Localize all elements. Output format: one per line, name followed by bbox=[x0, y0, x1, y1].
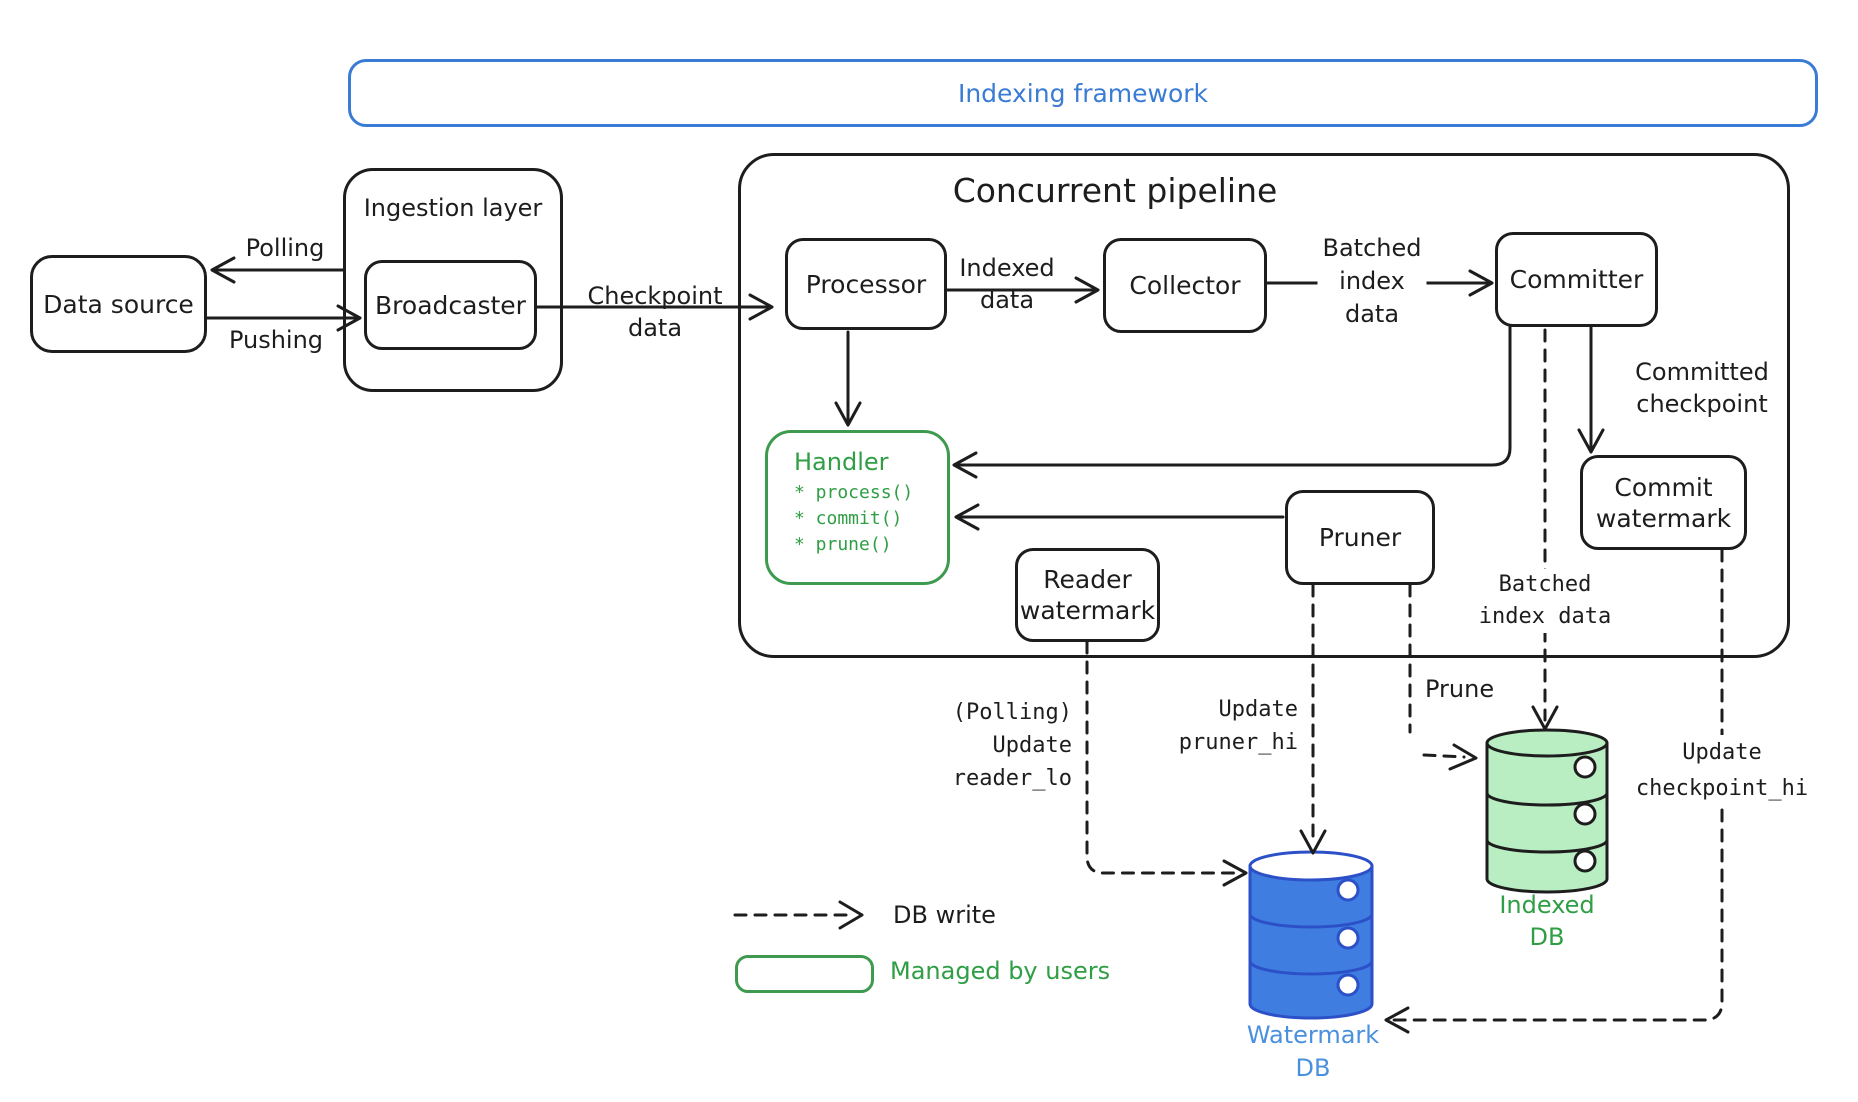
broadcaster-node: Broadcaster bbox=[364, 260, 537, 350]
reader-watermark-node: Reader watermark bbox=[1015, 548, 1160, 642]
handler-methods: * process() * commit() * prune() bbox=[794, 482, 914, 555]
commit-watermark-node: Commit watermark bbox=[1580, 455, 1747, 550]
collector-node: Collector bbox=[1103, 238, 1267, 333]
concurrent-pipeline-group bbox=[738, 153, 1790, 658]
broadcaster-label: Broadcaster bbox=[375, 290, 526, 320]
indexed-data-edge-label: Indexed data bbox=[959, 254, 1055, 314]
data-source-label: Data source bbox=[43, 289, 194, 319]
managed-by-users-legend-box bbox=[735, 955, 874, 993]
processor-node: Processor bbox=[785, 238, 947, 330]
db-write-legend-label: DB write bbox=[893, 901, 996, 929]
update-pruner-hi-label: Update pruner_hi bbox=[1178, 697, 1298, 755]
indexed-db-label: Indexed DB bbox=[1499, 891, 1595, 951]
indexing-framework-banner: Indexing framework bbox=[348, 59, 1818, 127]
pruner-node: Pruner bbox=[1285, 490, 1435, 585]
committer-label: Committer bbox=[1509, 265, 1644, 294]
polling-edge-label: Polling bbox=[245, 234, 325, 262]
checkpoint-data-edge-label: Checkpoint data bbox=[587, 282, 723, 342]
committed-checkpoint-edge-label: Committed checkpoint bbox=[1635, 358, 1769, 418]
managed-by-users-legend-label: Managed by users bbox=[890, 957, 1111, 985]
prune-arrowhead bbox=[1448, 743, 1478, 771]
db-write-legend-arrowhead bbox=[838, 900, 864, 930]
prune-edge-label: Prune bbox=[1425, 675, 1495, 703]
ingestion-layer-label: Ingestion layer bbox=[363, 194, 543, 222]
batched-index-arrowhead bbox=[1531, 705, 1559, 731]
handler-node: Handler * process() * commit() * prune() bbox=[765, 430, 950, 585]
reader-lo-arrowhead bbox=[1222, 859, 1248, 887]
indexed-db-cylinder bbox=[1485, 728, 1609, 894]
update-checkpoint-hi-label: Update checkpoint_hi bbox=[1630, 735, 1814, 807]
pruner-hi-arrowhead bbox=[1299, 829, 1327, 855]
ingestion-layer-group bbox=[343, 168, 563, 392]
indexing-framework-label: Indexing framework bbox=[957, 78, 1209, 108]
update-reader-lo-label: (Polling) Update reader_lo bbox=[952, 700, 1072, 791]
concurrent-pipeline-title: Concurrent pipeline bbox=[952, 171, 1278, 210]
collector-label: Collector bbox=[1129, 271, 1241, 300]
watermark-db-cylinder bbox=[1248, 850, 1374, 1020]
pushing-edge-label: Pushing bbox=[228, 326, 324, 354]
watermark-db-label: Watermark DB bbox=[1246, 1021, 1380, 1082]
checkpoint-hi-arrowhead bbox=[1384, 1006, 1410, 1034]
committer-node: Committer bbox=[1495, 232, 1658, 327]
handler-title: Handler bbox=[794, 448, 889, 476]
data-source-node: Data source bbox=[30, 255, 207, 353]
pruner-label: Pruner bbox=[1318, 523, 1402, 552]
batched-index-data-edge-label: Batched index data bbox=[1317, 232, 1427, 331]
processor-label: Processor bbox=[805, 269, 927, 299]
batched-index-data-lower-label: Batched index data bbox=[1473, 569, 1617, 633]
